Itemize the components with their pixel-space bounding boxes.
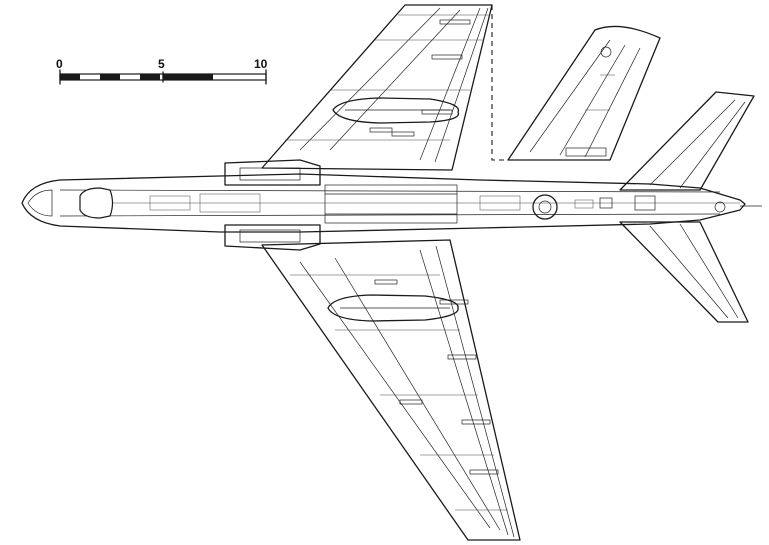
fuselage — [21, 159, 762, 251]
detail-inset-view — [491, 5, 661, 161]
lower-drop-tank — [327, 294, 459, 322]
upper-wing — [261, 4, 493, 171]
upper-tailplane — [619, 91, 755, 191]
scale-label-10: 10 — [254, 57, 268, 71]
scale-label-5: 5 — [158, 57, 165, 71]
upper-drop-tank — [332, 97, 460, 124]
scale-label-0: 0 — [56, 57, 63, 71]
scale-bar: 0 5 10 — [56, 57, 268, 85]
cockpit-canopy — [79, 187, 114, 219]
lower-wing — [261, 239, 521, 541]
lower-tailplane — [619, 221, 749, 323]
turret-ring — [532, 194, 558, 220]
